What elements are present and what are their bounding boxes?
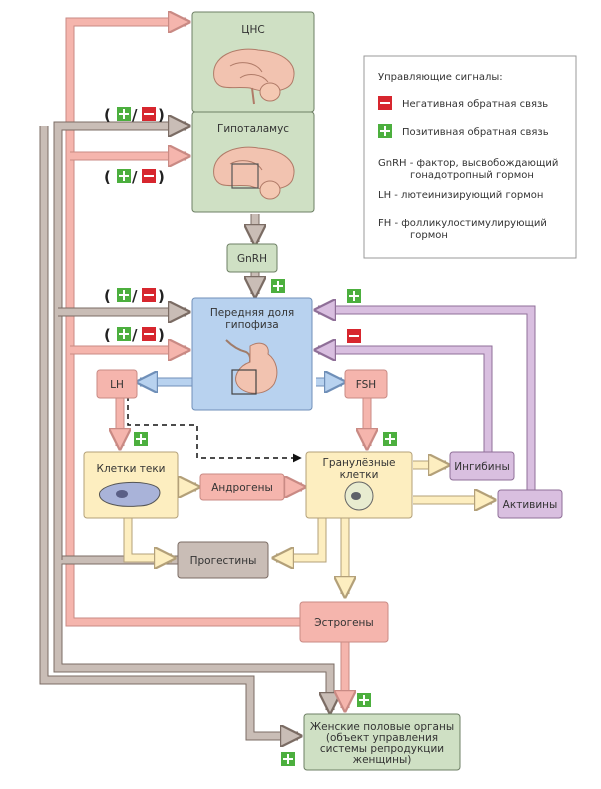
svg-text:/: / — [132, 287, 138, 305]
brain-icon — [213, 48, 295, 105]
steroid-output-paths — [123, 518, 345, 594]
pituitary-node: Передняя доля гипофиза — [191, 297, 313, 411]
progestins-label: Прогестины — [190, 555, 257, 567]
estrogens-label: Эстрогены — [314, 617, 373, 629]
svg-text:(: ( — [104, 287, 111, 305]
cns-node: ЦНС — [191, 11, 315, 113]
legend-lh-def: LH - лютеинизирующий гормон — [378, 190, 543, 201]
pituitary-icon — [225, 339, 278, 395]
cns-label: ЦНС — [241, 24, 264, 36]
fsh-node: FSH — [344, 369, 388, 399]
svg-text:/: / — [132, 168, 138, 186]
svg-text:/: / — [132, 326, 138, 344]
inhibins-node: Ингибины — [449, 451, 515, 481]
svg-text:): ) — [158, 326, 165, 344]
granulosa-node: Гранулёзные клетки — [305, 451, 413, 519]
target-label-line2: (объект управления — [326, 732, 438, 744]
plus-badge-gnrh — [271, 279, 285, 293]
brain-icon — [213, 146, 295, 200]
pituitary-label-line1: Передняя доля — [210, 307, 294, 319]
androgens-node: Андрогены — [199, 473, 285, 501]
legend-title: Управляющие сигналы: — [378, 72, 503, 83]
gnrh-label: GnRH — [237, 253, 267, 265]
inhibin-activin-feedback — [318, 310, 536, 490]
estrogens-node: Эстрогены — [299, 601, 389, 643]
minus-icon — [378, 96, 392, 110]
activins-label: Активины — [503, 499, 558, 511]
legend-positive: Позитивная обратная связь — [402, 127, 549, 138]
svg-text:/: / — [132, 106, 138, 124]
granulosa-label-line2: клетки — [340, 469, 379, 481]
hypothalamus-label: Гипоталамус — [217, 123, 289, 135]
target-label-line3: системы репродукции — [320, 743, 444, 755]
hypothalamus-node: Гипоталамус — [191, 111, 315, 213]
target-label-line1: Женские половые органы — [310, 721, 454, 733]
legend: Управляющие сигналы: Негативная обратная… — [363, 55, 577, 259]
plus-badge-progestin — [281, 752, 295, 766]
legend-fsh-def-2: гормон — [410, 230, 448, 241]
theca-label: Клетки теки — [97, 463, 166, 475]
plus-minus-sign-pituitary: ( / ) — [104, 287, 165, 305]
granulosa-nucleus-icon — [351, 492, 361, 500]
target-organs-node: Женские половые органы (объект управлени… — [303, 713, 461, 771]
svg-text:(: ( — [104, 168, 111, 186]
legend-fsh-def-1: FH - фолликулостимулирующий — [378, 218, 547, 229]
theca-cell-icon — [99, 481, 161, 507]
lh-node: LH — [96, 369, 138, 399]
gnrh-node: GnRH — [226, 243, 278, 273]
plus-badge-estrogen — [357, 693, 371, 707]
granulosa-label-line1: Гранулёзные — [323, 457, 396, 469]
plus-minus-sign-pituitary-2: ( / ) — [104, 326, 165, 344]
target-label-line4: женщины) — [353, 754, 412, 766]
plus-badge-activin — [347, 289, 361, 303]
plus-minus-sign-hypothalamus-2: ( / ) — [104, 168, 165, 186]
theca-nucleus-icon — [116, 490, 128, 498]
plus-minus-sign-hypothalamus: ( / ) — [104, 106, 165, 124]
svg-text:(: ( — [104, 106, 111, 124]
svg-text:): ) — [158, 168, 165, 186]
plus-badge-fsh — [383, 432, 397, 446]
legend-negative: Негативная обратная связь — [402, 99, 548, 110]
svg-text:): ) — [158, 287, 165, 305]
estrogen-feedback-paths — [65, 22, 300, 627]
fsh-label: FSH — [356, 379, 376, 391]
legend-gnrh-def-2: гонадотропный гормон — [410, 170, 534, 181]
plus-icon — [378, 124, 392, 138]
plus-badge-lh — [134, 432, 148, 446]
progestin-feedback-paths — [39, 126, 330, 736]
activins-node: Активины — [497, 489, 563, 519]
minus-badge-inhibin — [347, 329, 361, 343]
theca-node: Клетки теки — [83, 451, 179, 519]
gonadotropin-targets — [120, 396, 367, 446]
androgens-label: Андрогены — [211, 482, 273, 494]
pituitary-label-line2: гипофиза — [225, 319, 278, 331]
progestins-node: Прогестины — [177, 541, 269, 579]
granulosa-to-peptides — [413, 465, 492, 500]
lh-to-granulosa-dashed — [127, 396, 302, 463]
legend-gnrh-def-1: GnRH - фактор, высвобождающий — [378, 158, 558, 169]
lh-label: LH — [110, 379, 124, 391]
svg-text:): ) — [158, 106, 165, 124]
inhibins-label: Ингибины — [454, 461, 510, 473]
svg-text:(: ( — [104, 326, 111, 344]
